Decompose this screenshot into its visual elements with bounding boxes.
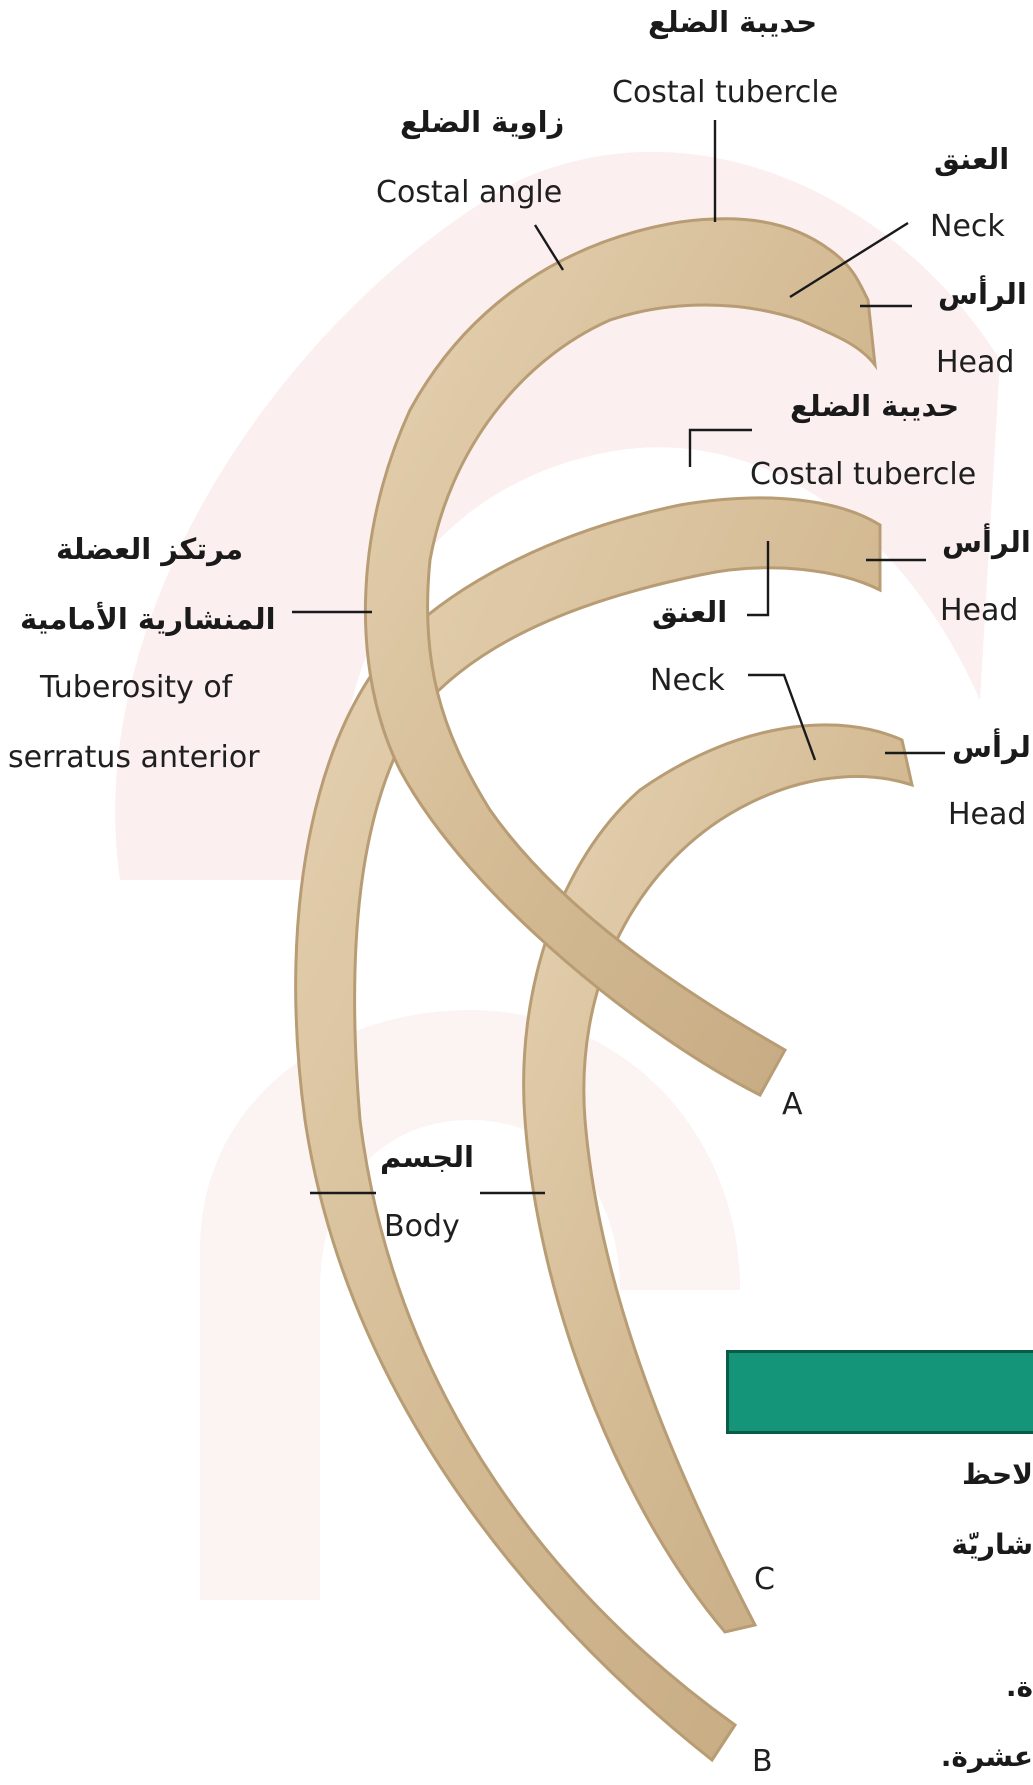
label-top-tubercle-en: Costal tubercle bbox=[612, 78, 838, 108]
label-mid-neck-ar: العنق bbox=[652, 598, 727, 627]
label-top-head-en: Head bbox=[936, 348, 1014, 378]
label-mid-tubercle-en: Costal tubercle bbox=[750, 460, 976, 490]
label-mid-head-ar: الرأس bbox=[942, 528, 1031, 557]
label-low-head-en: Head bbox=[948, 800, 1026, 830]
partial-text-line2: شاريّة bbox=[951, 1528, 1033, 1561]
partial-text-line4: عشرة. bbox=[941, 1740, 1033, 1773]
label-body-ar: الجسم bbox=[380, 1143, 474, 1172]
rib-letter-c: C bbox=[754, 1565, 775, 1595]
label-body-en: Body bbox=[384, 1212, 460, 1242]
label-top-tubercle-ar: حديبة الضلع bbox=[648, 8, 817, 37]
label-serratus-en2: serratus anterior bbox=[8, 743, 260, 773]
label-top-head-ar: الرأس bbox=[938, 280, 1027, 309]
label-mid-tubercle-ar: حديبة الضلع bbox=[790, 392, 959, 421]
label-serratus-ar1: مرتكز العضلة bbox=[56, 535, 243, 564]
label-serratus-en1: Tuberosity of bbox=[40, 673, 232, 703]
label-top-neck-en: Neck bbox=[930, 212, 1005, 242]
label-mid-neck-en: Neck bbox=[650, 666, 725, 696]
rib-letter-b: B bbox=[752, 1747, 773, 1777]
label-angle-en: Costal angle bbox=[376, 178, 562, 208]
label-low-head-ar: الرأس bbox=[952, 733, 1033, 762]
label-mid-head-en: Head bbox=[940, 596, 1018, 626]
label-serratus-ar2: المنشارية الأمامية bbox=[20, 605, 276, 634]
label-angle-ar: زاوية الضلع bbox=[400, 108, 564, 137]
partial-text-line3: ة. bbox=[1006, 1670, 1033, 1703]
rib-letter-a: A bbox=[782, 1090, 803, 1120]
label-top-neck-ar: العنق bbox=[934, 145, 1009, 174]
section-banner bbox=[726, 1350, 1033, 1434]
partial-text-line1: لاحظ bbox=[962, 1458, 1033, 1491]
